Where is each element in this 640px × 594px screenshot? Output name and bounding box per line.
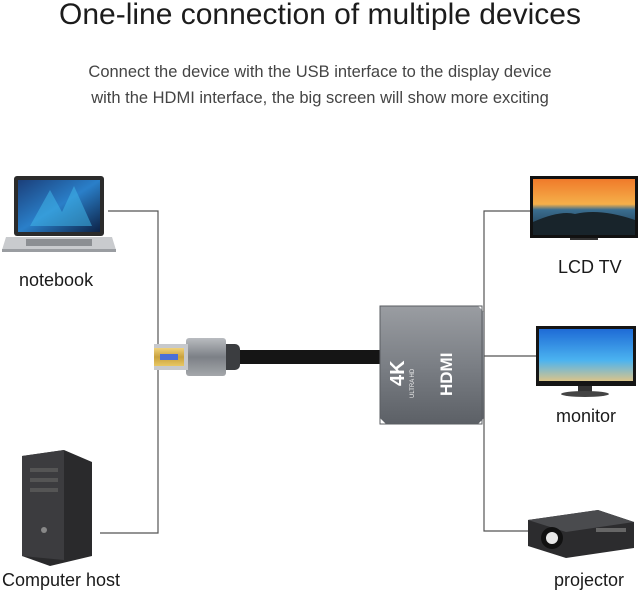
page-title: One-line connection of multiple devices xyxy=(59,0,581,31)
label-notebook: notebook xyxy=(19,270,94,290)
desktop-tower-icon xyxy=(22,450,92,566)
label-monitor: monitor xyxy=(556,406,617,426)
label-projector: projector xyxy=(554,570,625,590)
description-line-2: with the HDMI interface, the big screen … xyxy=(91,89,549,107)
label-lcd-tv: LCD TV xyxy=(558,257,622,277)
tv-icon xyxy=(530,176,638,240)
adapter-badge-sub: ULTRA HD xyxy=(410,368,416,398)
laptop-icon xyxy=(2,176,116,252)
adapter-brand: HDMI xyxy=(437,353,456,396)
label-computer-host: Computer host xyxy=(2,570,121,590)
description-line-1: Connect the device with the USB interfac… xyxy=(88,63,552,81)
adapter-badge: 4K xyxy=(387,360,409,386)
usb-hdmi-adapter-icon: 4K ULTRA HD HDMI xyxy=(379,305,484,425)
monitor-icon xyxy=(536,326,636,397)
usb-cable xyxy=(154,338,392,376)
projector-icon xyxy=(528,510,634,558)
